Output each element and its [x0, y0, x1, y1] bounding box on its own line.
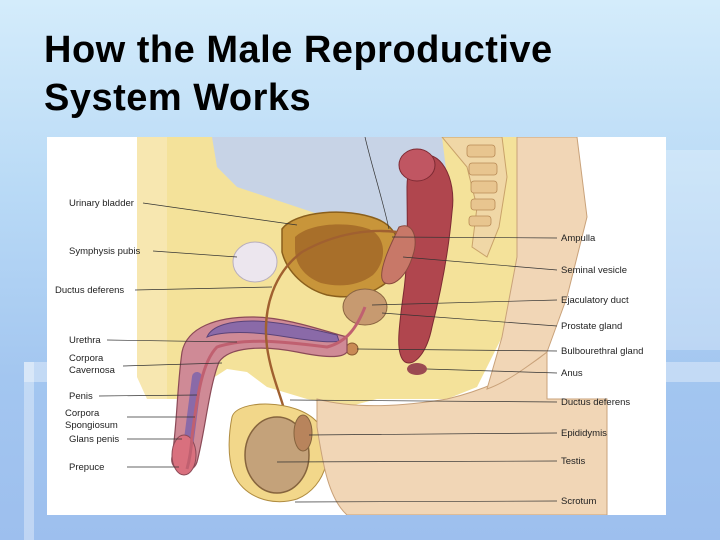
slide-title: How the Male Reproductive System Works: [44, 26, 684, 122]
label-urethra: Urethra: [69, 335, 101, 346]
slide-title-line-1: How the Male Reproductive: [44, 29, 553, 71]
decorative-bar: [662, 150, 720, 350]
label-epididymis: Epididymis: [561, 428, 607, 439]
anatomy-diagram: Urinary bladder Symphysis pubis Ductus d…: [47, 137, 666, 515]
body-tissue-outer: [137, 137, 167, 399]
rectum-top: [398, 148, 436, 182]
label-testis: Testis: [561, 456, 586, 467]
label-bulbourethral-gland: Bulbourethral gland: [561, 346, 643, 357]
epididymis: [293, 414, 313, 452]
label-prepuce: Prepuce: [69, 462, 104, 473]
ureter: [364, 137, 390, 230]
label-corpora-cavernosa-line1: Corpora: [69, 353, 104, 364]
vertebrae: [466, 144, 498, 227]
label-anus: Anus: [561, 368, 583, 379]
label-corpora-cavernosa-line2: Cavernosa: [69, 365, 116, 376]
label-glans-penis: Glans penis: [69, 434, 119, 445]
corpora-cavernosa: [206, 320, 340, 343]
label-prostate-gland: Prostate gland: [561, 321, 622, 332]
label-urinary-bladder: Urinary bladder: [69, 198, 134, 209]
label-ejaculatory-duct: Ejaculatory duct: [561, 295, 629, 306]
seminal-vesicle: [381, 225, 416, 285]
label-ductus-deferens-left: Ductus deferens: [55, 285, 124, 296]
label-corpora-spongiosum-line1: Corpora: [65, 408, 100, 419]
ductus-deferens-tube: [264, 229, 398, 428]
bladder-interior: [295, 224, 384, 286]
bulbourethral-gland: [345, 342, 359, 356]
label-scrotum: Scrotum: [561, 496, 596, 507]
testis: [244, 416, 310, 494]
anus: [407, 363, 427, 375]
anatomy-illustration: Urinary bladder Symphysis pubis Ductus d…: [47, 137, 666, 515]
leader-lines-right: [276, 236, 558, 503]
label-penis: Penis: [69, 391, 93, 402]
slide-title-line-2: System Works: [44, 77, 312, 119]
label-seminal-vesicle: Seminal vesicle: [561, 265, 627, 276]
decorative-bar: [24, 362, 34, 540]
pubic-bone: [232, 241, 278, 283]
skin-back: [486, 137, 588, 390]
label-symphysis-pubis: Symphysis pubis: [69, 246, 141, 257]
leader-lines-left: [98, 202, 298, 468]
label-ampulla: Ampulla: [561, 233, 596, 244]
abdominal-cavity: [212, 137, 447, 242]
label-corpora-spongiosum-line2: Spongiosum: [65, 420, 118, 431]
label-ductus-deferens-right: Ductus deferens: [561, 397, 630, 408]
urethra: [185, 306, 367, 470]
